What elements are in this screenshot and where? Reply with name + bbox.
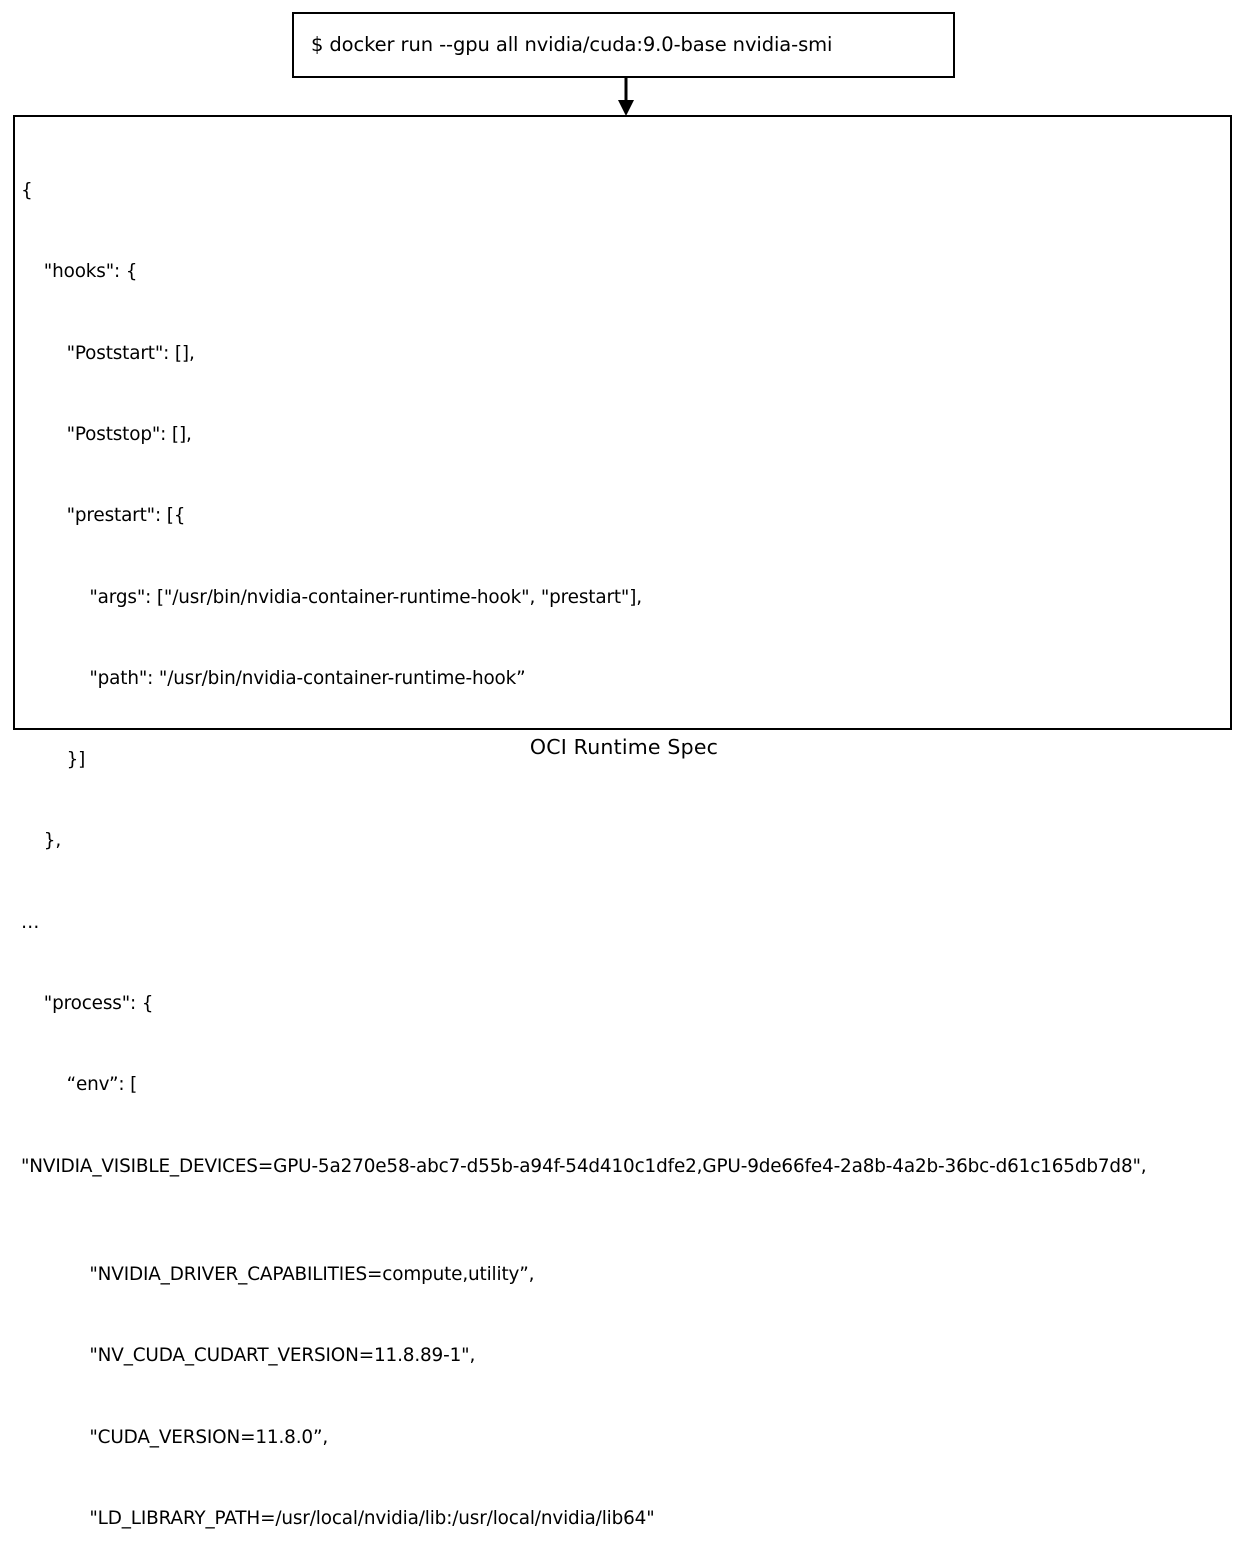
docker-command-box: $ docker run --gpu all nvidia/cuda:9.0-b… (292, 12, 955, 78)
spec-line: "NVIDIA_DRIVER_CAPABILITIES=compute,util… (21, 1263, 535, 1285)
diagram-caption: OCI Runtime Spec (529, 735, 719, 759)
spec-line: "Poststart": [], (21, 342, 195, 364)
spec-line: "LD_LIBRARY_PATH=/usr/local/nvidia/lib:/… (21, 1507, 655, 1529)
docker-command-text: $ docker run --gpu all nvidia/cuda:9.0-b… (311, 33, 833, 57)
spec-line: "hooks": { (21, 261, 138, 283)
spec-line: "prestart": [{ (21, 505, 186, 527)
spec-line: { (21, 180, 33, 202)
spec-line: "args": ["/usr/bin/nvidia-container-runt… (21, 586, 642, 608)
arrow-down-icon (618, 78, 634, 116)
spec-line: }] (21, 749, 86, 771)
spec-line: }, (21, 830, 62, 852)
spec-line-ellipsis: … (21, 911, 40, 933)
spec-line: “env”: [ (21, 1074, 138, 1096)
spec-line: "NV_CUDA_CUDART_VERSION=11.8.89-1", (21, 1345, 476, 1367)
spec-line: "CUDA_VERSION=11.8.0”, (21, 1426, 329, 1448)
spec-line: "process": { (21, 993, 154, 1014)
spec-line: "path": "/usr/bin/nvidia-container-runti… (21, 667, 526, 689)
oci-spec-json: { "hooks": { "Poststart": [], "Poststop"… (21, 123, 1226, 1562)
spec-line-visible-devices: "NVIDIA_VISIBLE_DEVICES=GPU-5a270e58-abc… (21, 1155, 1147, 1177)
oci-runtime-spec-box: { "hooks": { "Poststart": [], "Poststop"… (13, 115, 1232, 1529)
spec-line: "Poststop": [], (21, 424, 192, 446)
